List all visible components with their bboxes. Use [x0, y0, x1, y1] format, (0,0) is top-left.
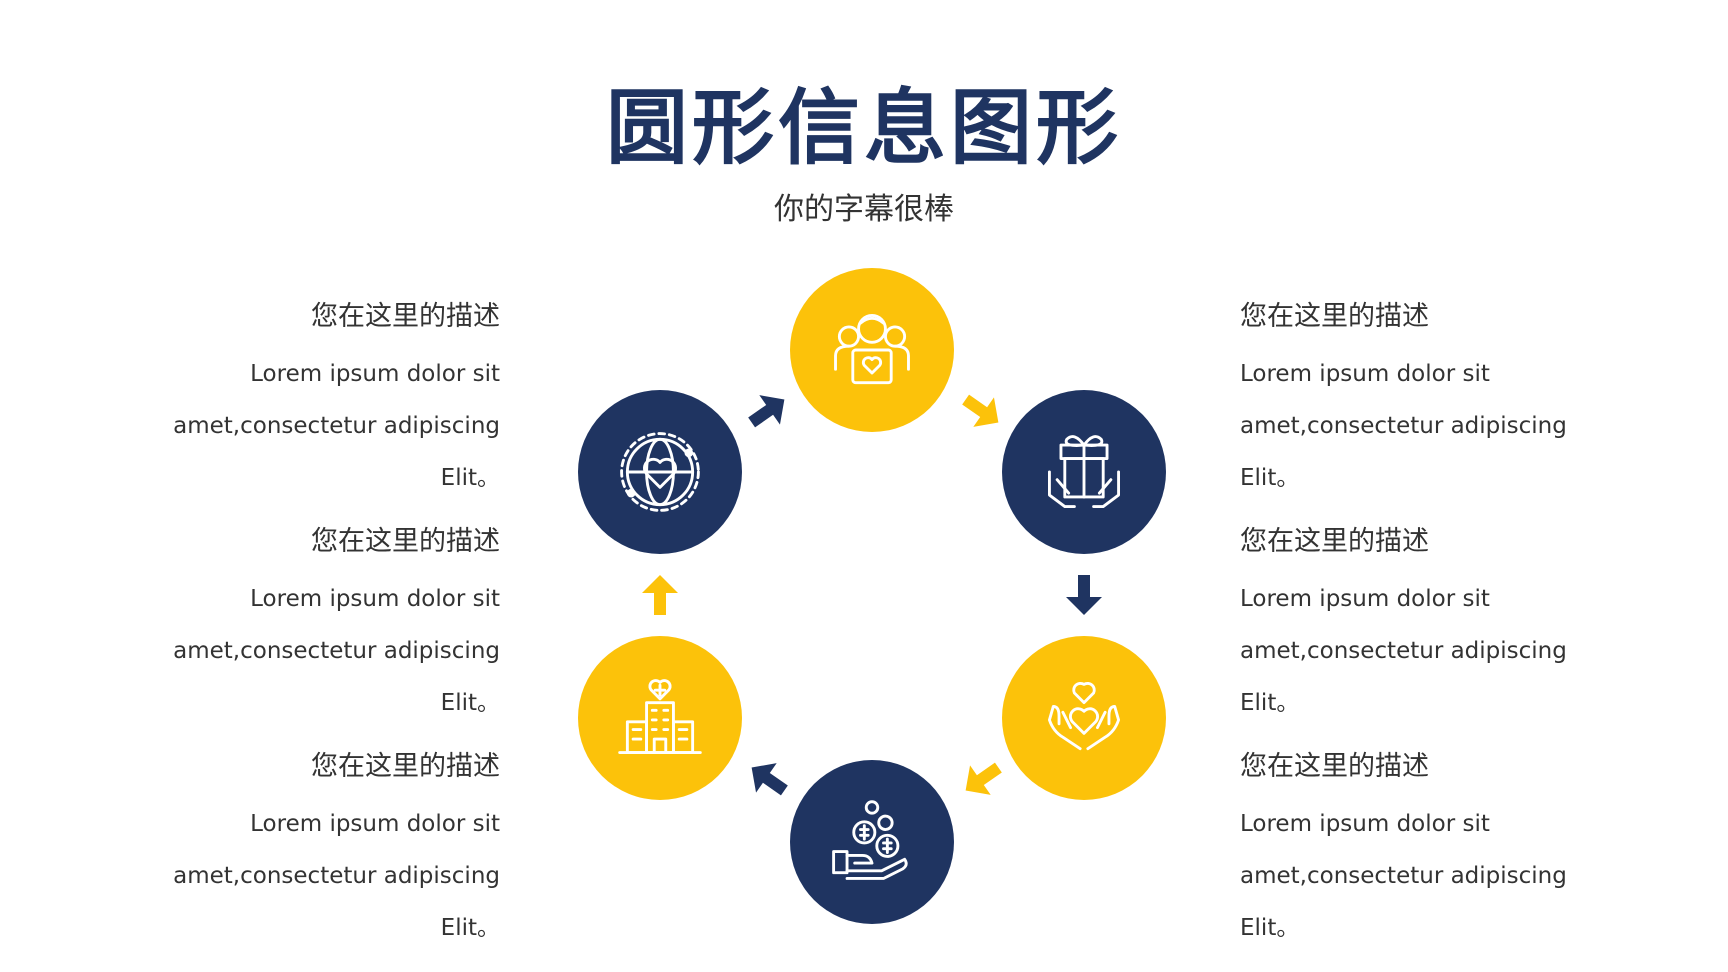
description-line: amet,consectetur adipiscing — [173, 863, 500, 889]
arrow-up-left-icon — [751, 763, 788, 796]
page-title: 圆形信息图形 — [605, 80, 1122, 176]
description-line: Lorem ipsum dolor sit — [250, 361, 500, 387]
cycle-node-charity — [1002, 636, 1166, 800]
cycle-node-global — [578, 390, 742, 554]
arrow-down-left-icon — [965, 762, 1002, 795]
coins-hand-icon — [832, 800, 908, 880]
description-heading: 您在这里的描述 — [311, 301, 500, 332]
description-block-right-3: 您在这里的描述 Lorem ipsum dolor sit amet,conse… — [1240, 750, 1600, 954]
people-heart-icon — [834, 314, 910, 385]
description-line: amet,consectetur adipiscing — [1240, 413, 1567, 439]
description-line: amet,consectetur adipiscing — [173, 413, 500, 439]
description-heading: 您在这里的描述 — [311, 526, 500, 557]
globe-heart-icon — [620, 432, 700, 512]
description-body: Lorem ipsum dolor sit amet,consectetur a… — [1240, 573, 1600, 729]
page-subtitle: 你的字幕很棒 — [774, 192, 954, 227]
arrow-down-icon — [1066, 575, 1102, 615]
description-body: Lorem ipsum dolor sit amet,consectetur a… — [1240, 348, 1600, 504]
description-block-left-1: 您在这里的描述 Lorem ipsum dolor sit amet,conse… — [140, 300, 500, 504]
description-line: Lorem ipsum dolor sit — [250, 811, 500, 837]
arrow-up-icon — [642, 575, 678, 615]
description-block-right-2: 您在这里的描述 Lorem ipsum dolor sit amet,conse… — [1240, 525, 1600, 729]
cycle-node-gift — [1002, 390, 1166, 554]
description-line: Elit。 — [1240, 690, 1300, 716]
description-heading: 您在这里的描述 — [1240, 526, 1429, 557]
description-heading: 您在这里的描述 — [1240, 751, 1429, 782]
description-line: Elit。 — [1240, 915, 1300, 941]
description-heading: 您在这里的描述 — [1240, 301, 1429, 332]
cycle-node-donation — [790, 760, 954, 924]
description-line: Lorem ipsum dolor sit — [1240, 586, 1490, 612]
description-block-right-1: 您在这里的描述 Lorem ipsum dolor sit amet,conse… — [1240, 300, 1600, 504]
description-body: Lorem ipsum dolor sit amet,consectetur a… — [140, 348, 500, 504]
gift-hands-icon — [1048, 435, 1120, 508]
description-body: Lorem ipsum dolor sit amet,consectetur a… — [1240, 798, 1600, 954]
description-block-left-3: 您在这里的描述 Lorem ipsum dolor sit amet,conse… — [140, 750, 500, 954]
description-line: Elit。 — [1240, 465, 1300, 491]
description-line: Elit。 — [440, 915, 500, 941]
description-line: Lorem ipsum dolor sit — [1240, 361, 1490, 387]
description-line: Lorem ipsum dolor sit — [250, 586, 500, 612]
cycle-node-hospital — [578, 636, 742, 800]
arrow-right-icon — [962, 394, 999, 427]
heart-hands-icon — [1048, 681, 1120, 751]
description-body: Lorem ipsum dolor sit amet,consectetur a… — [140, 573, 500, 729]
description-line: Elit。 — [440, 465, 500, 491]
hospital-building-icon — [618, 679, 702, 754]
description-heading: 您在这里的描述 — [311, 751, 500, 782]
description-block-left-2: 您在这里的描述 Lorem ipsum dolor sit amet,conse… — [140, 525, 500, 729]
description-body: Lorem ipsum dolor sit amet,consectetur a… — [140, 798, 500, 954]
description-line: Lorem ipsum dolor sit — [1240, 811, 1490, 837]
cycle-node-people — [790, 268, 954, 432]
description-line: amet,consectetur adipiscing — [1240, 638, 1567, 664]
arrow-up-right-icon — [748, 395, 785, 428]
description-line: amet,consectetur adipiscing — [1240, 863, 1567, 889]
description-line: Elit。 — [440, 690, 500, 716]
description-line: amet,consectetur adipiscing — [173, 638, 500, 664]
